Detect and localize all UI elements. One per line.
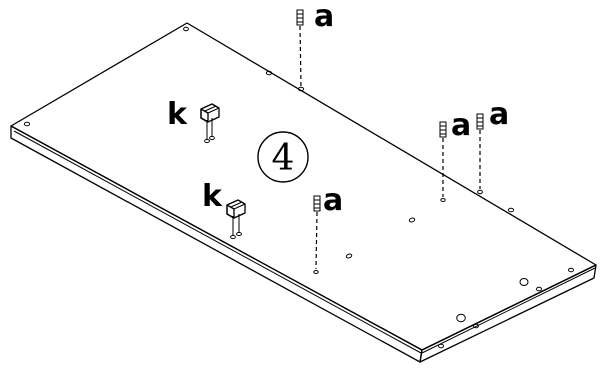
dowel-pin-icon xyxy=(476,113,484,189)
dowel-pin-icon xyxy=(439,121,447,197)
bracket-fitting-icon xyxy=(226,199,246,235)
dowel-pin-icon xyxy=(313,195,321,270)
callout-label-a: a xyxy=(451,108,471,143)
callout-label-k: k xyxy=(202,179,223,214)
callout-label-k: k xyxy=(167,97,188,132)
panel-board xyxy=(10,22,597,363)
panel-holes xyxy=(23,26,574,349)
callout-label-a: a xyxy=(314,0,334,34)
step-number: 4 xyxy=(272,138,295,179)
callout-label-a: a xyxy=(489,97,509,132)
bracket-fitting-icon xyxy=(200,103,220,139)
step-number-badge: 4 xyxy=(257,131,309,183)
dowel-pin-icon xyxy=(296,9,304,87)
callout-label-a: a xyxy=(323,183,343,218)
